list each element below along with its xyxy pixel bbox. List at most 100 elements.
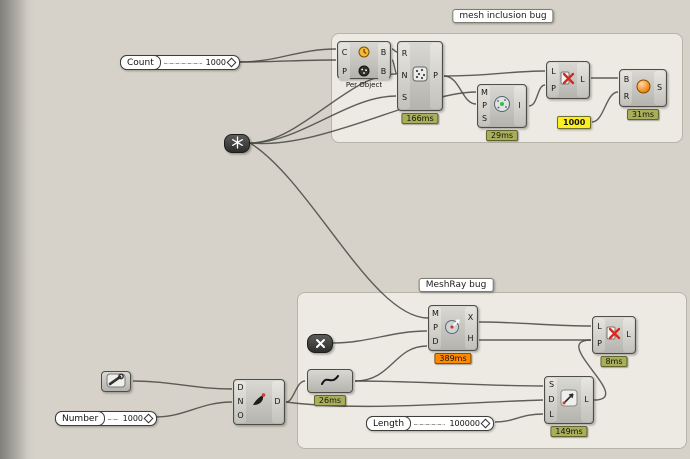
- per-object-outputs[interactable]: B B: [378, 43, 389, 81]
- param-input[interactable]: L: [549, 409, 554, 419]
- param-output[interactable]: I: [518, 101, 521, 110]
- wire: [239, 59, 337, 63]
- inclusion-outputs[interactable]: I: [514, 86, 525, 126]
- duplicate-data-component[interactable]: D N O D: [233, 379, 285, 425]
- param-input[interactable]: M: [481, 87, 488, 97]
- param-input[interactable]: L: [551, 66, 556, 76]
- wire: [154, 401, 233, 418]
- count-slider-grip[interactable]: [226, 57, 237, 68]
- runtime-badge: 166ms: [401, 113, 439, 124]
- cull-bottom-outputs[interactable]: L: [623, 318, 634, 352]
- param-input[interactable]: R: [401, 49, 408, 58]
- orange-ball-icon: [636, 79, 651, 98]
- param-input[interactable]: N: [237, 397, 244, 406]
- wrench-icon: [106, 373, 126, 392]
- param-input[interactable]: P: [482, 100, 487, 110]
- param-input[interactable]: L: [597, 321, 602, 331]
- param-input[interactable]: N: [401, 71, 408, 80]
- param-output[interactable]: D: [274, 397, 281, 406]
- cull-bottom-inputs[interactable]: L P: [594, 318, 605, 352]
- group-label-meshray[interactable]: MeshRay bug: [418, 278, 494, 292]
- param-output[interactable]: S: [656, 83, 663, 92]
- runtime-badge: 26ms: [313, 395, 347, 406]
- param-output[interactable]: B: [380, 66, 387, 76]
- per-object-inputs[interactable]: C P: [339, 43, 350, 81]
- number-slider-name: Number: [55, 411, 106, 426]
- emit-inputs[interactable]: B R: [621, 71, 632, 105]
- populate-inputs[interactable]: R N S: [399, 43, 410, 109]
- wire: [239, 48, 337, 63]
- param-input[interactable]: P: [433, 323, 438, 332]
- param-output[interactable]: P: [433, 71, 438, 80]
- param-input[interactable]: P: [597, 338, 602, 348]
- cull-top-inputs[interactable]: L P: [548, 63, 559, 97]
- number-slider-grip[interactable]: [143, 413, 154, 424]
- runtime-badge: 31ms: [626, 109, 660, 120]
- meshray-sphere-arrow-icon: [444, 317, 462, 339]
- mesh-inclusion-component[interactable]: M P S I: [477, 84, 527, 128]
- param-output[interactable]: L: [626, 330, 631, 339]
- param-input[interactable]: B: [623, 74, 630, 84]
- line-sdl-component[interactable]: S D L L: [544, 376, 594, 424]
- param-output[interactable]: L: [580, 75, 585, 84]
- sdl-inputs[interactable]: S D L: [546, 378, 557, 422]
- param-input[interactable]: D: [237, 383, 244, 392]
- clock-icon: [358, 43, 370, 62]
- count-slider[interactable]: Count 1000: [120, 55, 240, 70]
- cull-pattern-component-2[interactable]: L P L: [592, 316, 636, 354]
- count-slider-value: 1000: [205, 58, 226, 67]
- param-input[interactable]: C: [341, 47, 348, 57]
- cull-top-outputs[interactable]: L: [577, 63, 588, 97]
- cull-red-x-icon: [606, 325, 622, 345]
- value-panel[interactable]: 1000: [557, 116, 592, 129]
- param-input[interactable]: P: [342, 66, 347, 76]
- runtime-badge: 149ms: [550, 426, 588, 437]
- x-icon: [315, 334, 326, 353]
- param-input[interactable]: S: [481, 114, 488, 124]
- number-slider[interactable]: Number 1000: [55, 411, 157, 426]
- populate-outputs[interactable]: P: [430, 43, 441, 109]
- param-output[interactable]: H: [467, 333, 474, 343]
- sdl-outputs[interactable]: L: [581, 378, 592, 422]
- param-input[interactable]: S: [548, 380, 555, 390]
- length-slider-name: Length: [366, 416, 412, 431]
- number-slider-track[interactable]: [105, 412, 120, 425]
- param-input[interactable]: M: [432, 309, 439, 318]
- wire: [132, 380, 233, 390]
- param-input[interactable]: D: [548, 394, 555, 404]
- meshray-outputs[interactable]: X H: [465, 307, 476, 349]
- emit-outputs[interactable]: S: [654, 71, 665, 105]
- meshray-component[interactable]: M P D X H: [428, 305, 478, 351]
- populate-component[interactable]: R N S P: [397, 41, 443, 111]
- meshray-inputs[interactable]: M P D: [430, 307, 441, 349]
- length-slider-track[interactable]: [411, 417, 447, 430]
- inclusion-inputs[interactable]: M P S: [479, 86, 490, 126]
- param-output[interactable]: B: [380, 47, 387, 57]
- canvas-left-edge: [0, 0, 34, 459]
- count-slider-track[interactable]: [161, 56, 204, 69]
- snowflake-node[interactable]: [224, 134, 250, 153]
- inclusion-sphere-icon: [493, 95, 511, 117]
- duplicate-inputs[interactable]: D N O: [235, 381, 246, 423]
- param-input[interactable]: R: [623, 91, 630, 101]
- param-output[interactable]: L: [584, 395, 589, 404]
- length-slider[interactable]: Length 100000: [366, 416, 494, 431]
- cull-pattern-component[interactable]: L P L: [546, 61, 590, 99]
- param-input[interactable]: O: [237, 411, 244, 420]
- length-slider-grip[interactable]: [480, 418, 491, 429]
- whip-component[interactable]: [307, 369, 353, 393]
- whip-curve-icon: [320, 372, 340, 391]
- param-output[interactable]: X: [467, 312, 474, 322]
- param-input[interactable]: D: [432, 337, 439, 346]
- param-input[interactable]: P: [551, 83, 556, 93]
- populate-icon: [412, 66, 428, 86]
- duplicate-outputs[interactable]: D: [272, 381, 283, 423]
- x-param-node[interactable]: [307, 334, 333, 353]
- group-label-mesh-inclusion[interactable]: mesh inclusion bug: [452, 9, 554, 23]
- emit-component[interactable]: B R S: [619, 69, 667, 107]
- wrench-node[interactable]: [101, 371, 131, 392]
- per-object-component[interactable]: C P B B Per Object: [337, 41, 391, 89]
- param-input[interactable]: S: [401, 93, 408, 102]
- length-slider-value: 100000: [449, 419, 480, 428]
